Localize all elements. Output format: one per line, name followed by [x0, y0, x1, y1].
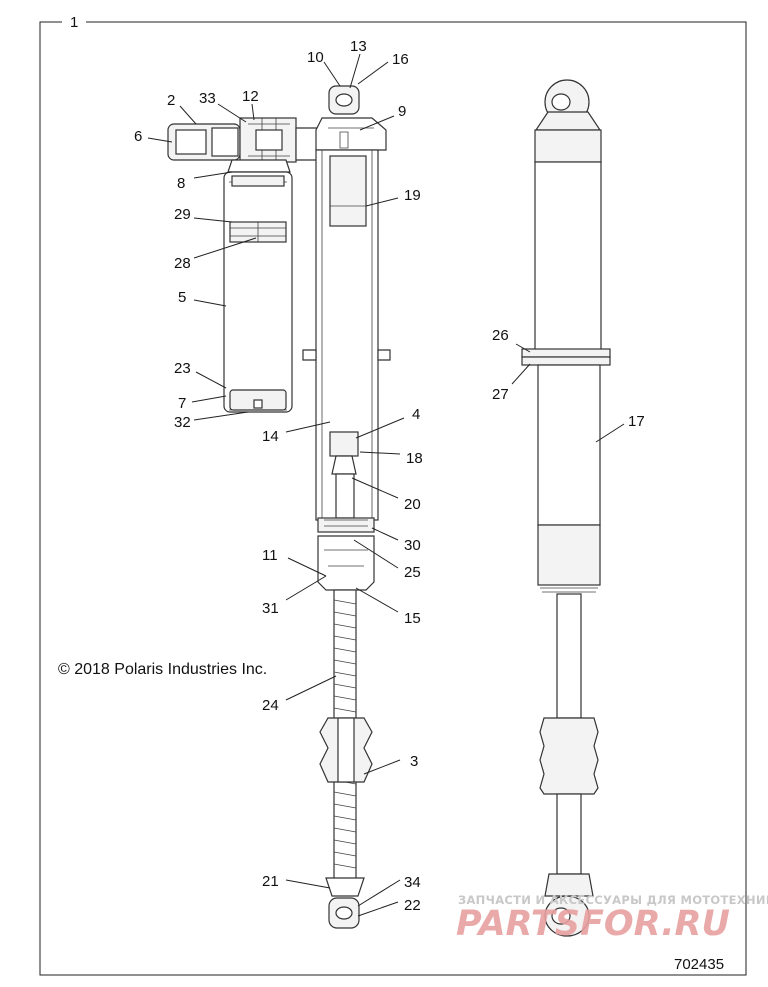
callout-24: 24 — [262, 697, 279, 714]
callout-23: 23 — [174, 360, 191, 377]
callout-6: 6 — [134, 128, 142, 145]
callout-17: 17 — [628, 413, 645, 430]
callout-14: 14 — [262, 428, 279, 445]
callout-18: 18 — [406, 450, 423, 467]
callout-19: 19 — [404, 187, 421, 204]
leader-lines — [147, 53, 625, 917]
callout-33: 33 — [199, 90, 216, 107]
callout-22: 22 — [404, 897, 421, 914]
callout-7: 7 — [178, 395, 186, 412]
callout-21: 21 — [262, 873, 279, 890]
callout-34: 34 — [404, 874, 421, 891]
callout-8: 8 — [177, 175, 185, 192]
diagram-frame — [39, 21, 747, 976]
copyright-text: © 2018 Polaris Industries Inc. — [58, 661, 267, 678]
callout-20: 20 — [404, 496, 421, 513]
callout-16: 16 — [392, 51, 409, 68]
watermark-tagline: ЗАПЧАСТИ И АКСЕССУАРЫ ДЛЯ МОТОТЕХНИКИ — [458, 893, 768, 907]
shock-cross-section — [302, 85, 391, 929]
callout-25: 25 — [404, 564, 421, 581]
callout-26: 26 — [492, 327, 509, 344]
callout-labels: 2 33 12 6 8 29 28 5 23 7 32 10 13 16 9 1… — [134, 38, 645, 914]
figure-id: 702435 — [674, 956, 724, 973]
callout-11: 11 — [262, 547, 278, 564]
callout-10: 10 — [307, 49, 324, 66]
callout-4: 4 — [412, 406, 420, 423]
callout-32: 32 — [174, 414, 191, 431]
partsfor-watermark: ЗАПЧАСТИ И АКСЕССУАРЫ ДЛЯ МОТОТЕХНИКИ PA… — [456, 893, 768, 944]
callout-15: 15 — [404, 610, 421, 627]
callout-30: 30 — [404, 537, 421, 554]
callout-9: 9 — [398, 103, 406, 120]
shock-assembled-view — [521, 79, 611, 937]
callout-29: 29 — [174, 206, 191, 223]
callout-13: 13 — [350, 38, 367, 55]
assembly-number-label: 1 — [70, 14, 78, 31]
reservoir-assembly — [167, 117, 319, 413]
callout-12: 12 — [242, 88, 259, 105]
watermark-logo: PARTSFOR.RU — [456, 904, 730, 944]
callout-2: 2 — [167, 92, 175, 109]
callout-5: 5 — [178, 289, 186, 306]
callout-27: 27 — [492, 386, 509, 403]
callout-31: 31 — [262, 600, 279, 617]
callout-28: 28 — [174, 255, 191, 272]
callout-3: 3 — [410, 753, 418, 770]
